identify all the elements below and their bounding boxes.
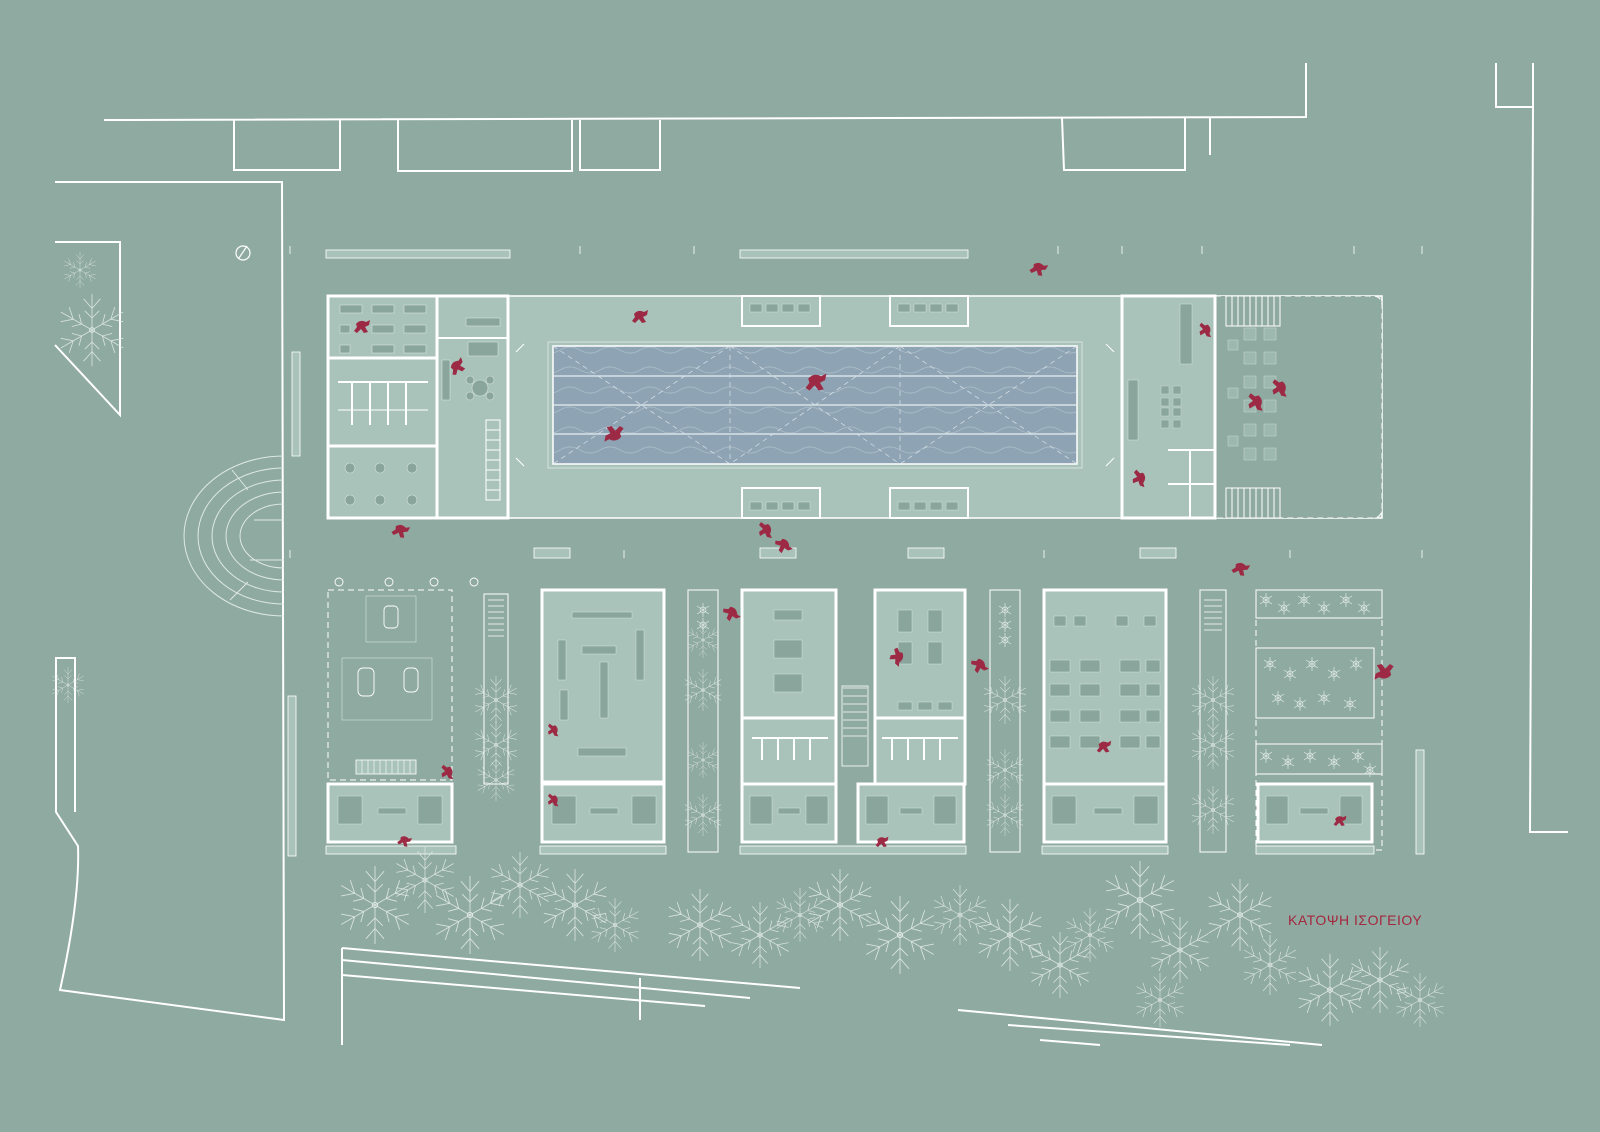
tree-9 (664, 888, 736, 962)
tree-34 (984, 748, 1026, 792)
shrub-25 (1363, 762, 1377, 778)
shrub-15 (1349, 656, 1363, 672)
shrub-12 (1283, 666, 1297, 682)
tree-25 (1133, 972, 1187, 1028)
tree-14 (930, 884, 990, 946)
tree-5 (431, 875, 509, 955)
tree-33 (981, 675, 1029, 725)
tree-7 (539, 868, 611, 942)
fig-14 (721, 603, 741, 624)
north-arrow-icon (235, 245, 251, 261)
site-context-lines (54, 63, 1568, 1046)
fig-16 (969, 655, 989, 676)
shrub-3 (998, 617, 1012, 633)
tree-20 (1204, 878, 1276, 952)
shrub-22 (1303, 748, 1317, 764)
shrub-13 (1305, 656, 1319, 672)
shrub-6 (1277, 600, 1291, 616)
tree-31 (685, 741, 721, 779)
shrub-1 (696, 617, 710, 633)
shrub-4 (998, 632, 1012, 648)
tree-35 (984, 793, 1026, 837)
tree-28 (475, 758, 517, 802)
tree-32 (682, 793, 724, 837)
tree-26 (472, 675, 520, 725)
tree-30 (682, 668, 724, 712)
lower-pavilions (287, 577, 1425, 857)
tree-38 (1189, 785, 1237, 835)
tree-24 (1393, 972, 1447, 1028)
tree-10 (727, 901, 793, 969)
tree-18 (1101, 860, 1179, 940)
shrub-7 (1297, 592, 1311, 608)
tree-16 (1027, 931, 1093, 999)
shrub-11 (1263, 656, 1277, 672)
tree-17 (1063, 907, 1117, 963)
tree-36 (1189, 675, 1237, 725)
shrub-16 (1271, 690, 1285, 706)
shrub-18 (1317, 690, 1331, 706)
shrub-0 (696, 602, 710, 618)
shrub-8 (1317, 600, 1331, 616)
fig-17 (1374, 664, 1394, 680)
shrub-2 (998, 602, 1012, 618)
shrub-10 (1357, 600, 1371, 616)
fig-6 (390, 521, 411, 540)
tree-12 (804, 868, 876, 942)
fig-19 (441, 764, 454, 780)
benches-top (291, 249, 969, 457)
shrub-14 (1327, 666, 1341, 682)
drawing-title: ΚΑΤΟΨΗ ΙΣΟΓΕΙΟΥ (1288, 912, 1423, 928)
pool-hall (326, 294, 1383, 520)
tree-6 (487, 851, 553, 919)
tree-15 (974, 898, 1046, 972)
tree-0 (56, 293, 128, 367)
tree-19 (1147, 916, 1213, 984)
shrub-19 (1343, 696, 1357, 712)
shrub-9 (1339, 592, 1353, 608)
shrub-5 (1259, 592, 1273, 608)
tree-37 (1189, 720, 1237, 770)
shrub-21 (1281, 754, 1295, 770)
tree-13 (861, 895, 939, 975)
tree-1 (62, 251, 98, 289)
tree-21 (1240, 934, 1300, 996)
shrub-20 (1259, 748, 1273, 764)
shrub-23 (1327, 754, 1341, 770)
amphitheatre (183, 455, 285, 617)
tree-4 (392, 846, 458, 914)
fig-7 (759, 522, 772, 538)
fig-1 (1028, 259, 1049, 278)
tree-22 (1294, 953, 1366, 1027)
tree-23 (1347, 946, 1413, 1014)
shrub-24 (1351, 748, 1365, 764)
tree-3 (336, 865, 414, 945)
shrub-17 (1293, 696, 1307, 712)
fig-13 (1230, 559, 1251, 578)
